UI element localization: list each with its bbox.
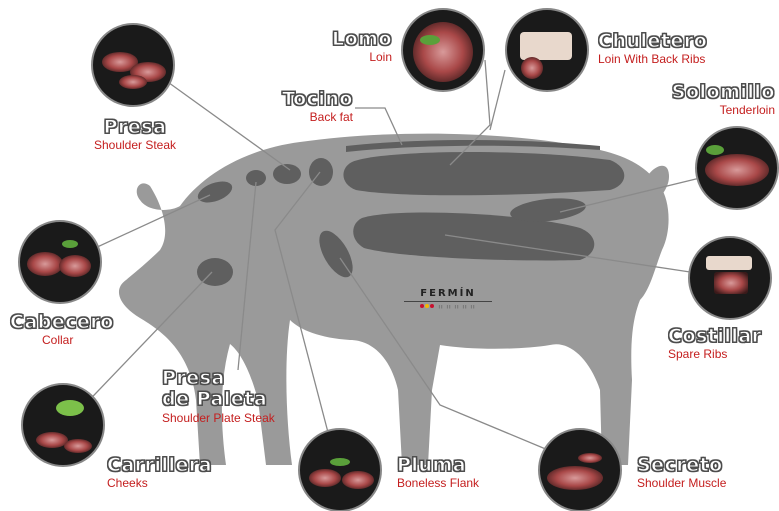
photo-presa bbox=[92, 24, 174, 106]
label-tocino-es: Tocino bbox=[260, 90, 353, 109]
label-presa-de-paleta: Presa de Paleta Shoulder Plate Steak bbox=[162, 368, 275, 424]
label-secreto-en: Shoulder Muscle bbox=[637, 477, 726, 489]
label-tocino: Tocino Back fat bbox=[260, 90, 353, 123]
photo-cabecero bbox=[19, 221, 101, 303]
label-secreto-es: Secreto bbox=[637, 456, 726, 475]
brand-tagline-text: ıı ıı ıı ıı ıı bbox=[438, 305, 475, 311]
label-chuletero: Chuletero Loin With Back Ribs bbox=[598, 32, 707, 65]
label-pluma-en: Boneless Flank bbox=[397, 477, 479, 489]
label-solomillo-en: Tenderloin bbox=[660, 104, 775, 116]
brand-name: FERMÍN bbox=[398, 288, 498, 299]
brand-divider bbox=[404, 301, 492, 302]
label-presa-de-paleta-es: Presa de Paleta bbox=[162, 368, 275, 410]
label-solomillo: Solomillo Tenderloin bbox=[660, 83, 775, 116]
photo-chuletero bbox=[506, 9, 588, 91]
brand-dot-yellow bbox=[425, 304, 429, 308]
label-lomo: Lomo Loin bbox=[300, 30, 392, 63]
label-presa-en: Shoulder Steak bbox=[70, 139, 200, 151]
label-lomo-es: Lomo bbox=[300, 30, 392, 49]
photo-solomillo bbox=[696, 127, 778, 209]
region-presa bbox=[273, 164, 301, 184]
brand-dot-red bbox=[420, 304, 424, 308]
photo-costillar bbox=[689, 237, 771, 319]
label-cabecero-es: Cabecero bbox=[10, 313, 114, 332]
label-costillar-en: Spare Ribs bbox=[668, 348, 762, 360]
region-chuletero bbox=[343, 152, 624, 195]
label-carrillera-en: Cheeks bbox=[107, 477, 212, 489]
label-costillar: Costillar Spare Ribs bbox=[668, 327, 762, 360]
brand-dot-red-2 bbox=[430, 304, 434, 308]
label-presa: Presa Shoulder Steak bbox=[70, 118, 200, 151]
brand-color-dots bbox=[420, 304, 435, 310]
label-lomo-en: Loin bbox=[300, 51, 392, 63]
label-tocino-en: Back fat bbox=[260, 111, 353, 123]
photo-carrillera bbox=[22, 384, 104, 466]
label-cabecero-en: Collar bbox=[42, 334, 114, 346]
label-carrillera-es: Carrillera bbox=[107, 456, 212, 475]
leader-chuletero bbox=[490, 70, 505, 130]
photo-pluma bbox=[299, 429, 381, 511]
photo-lomo bbox=[402, 9, 484, 91]
label-pluma-es: Pluma bbox=[397, 456, 479, 475]
brand-tagline: ıı ıı ıı ıı ıı bbox=[398, 304, 498, 311]
label-carrillera: Carrillera Cheeks bbox=[107, 456, 212, 489]
label-chuletero-en: Loin With Back Ribs bbox=[598, 53, 707, 65]
label-presa-es: Presa bbox=[70, 118, 200, 137]
label-secreto: Secreto Shoulder Muscle bbox=[637, 456, 726, 489]
label-chuletero-es: Chuletero bbox=[598, 32, 707, 51]
label-costillar-es: Costillar bbox=[668, 327, 762, 346]
photo-secreto bbox=[539, 429, 621, 511]
label-pluma: Pluma Boneless Flank bbox=[397, 456, 479, 489]
label-presa-de-paleta-en: Shoulder Plate Steak bbox=[162, 412, 275, 424]
label-cabecero: Cabecero Collar bbox=[10, 313, 114, 346]
brand-logo: FERMÍN ıı ıı ıı ıı ıı bbox=[398, 288, 498, 311]
label-solomillo-es: Solomillo bbox=[660, 83, 775, 102]
